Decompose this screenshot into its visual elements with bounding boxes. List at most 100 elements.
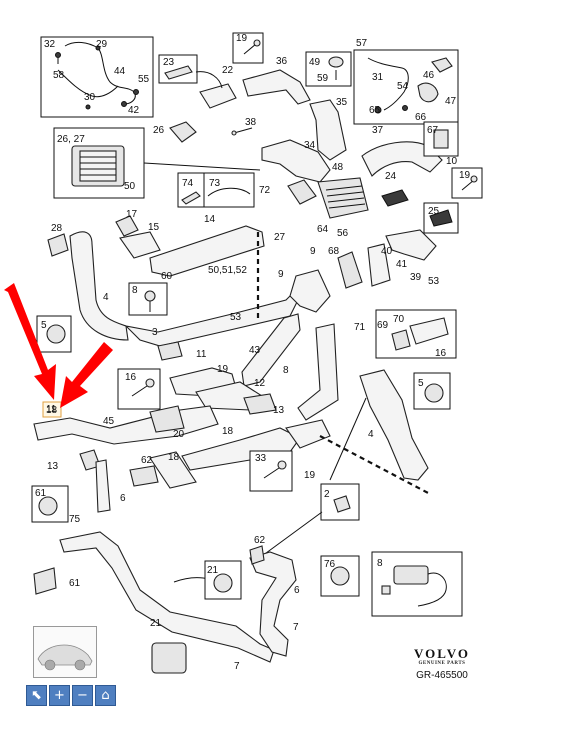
harness-callout-box	[40, 36, 154, 118]
part-67-box	[423, 121, 459, 157]
duct-13-upper	[33, 405, 219, 445]
part-21-lower	[151, 642, 187, 674]
riser-53	[289, 269, 331, 313]
callout-label: 20	[173, 429, 185, 440]
duct-36	[242, 69, 311, 105]
callout-label: 6	[120, 493, 126, 504]
screw-38	[233, 127, 253, 134]
cursor-icon[interactable]: ⬉	[26, 685, 47, 706]
callout-label: 62	[141, 455, 153, 466]
callout-label: 69	[377, 320, 389, 331]
car-icon	[37, 644, 93, 671]
callout-label: 41	[396, 259, 408, 270]
harness-2-box	[353, 49, 459, 125]
viewer-toolbar: ⬉ + − ⌂	[26, 685, 116, 706]
highlighted-part-label[interactable]: 18	[46, 405, 58, 416]
callout-label: 13	[47, 461, 59, 472]
callout-label: 30	[84, 92, 96, 103]
part-4-right	[285, 419, 331, 449]
part-15	[119, 231, 161, 259]
callout-label: 18	[222, 426, 234, 437]
callout-label: 16	[435, 348, 447, 359]
clip-49-box	[305, 51, 352, 87]
callout-label: 28	[51, 223, 63, 234]
callout-label: 3	[152, 327, 158, 338]
callout-label: 13	[273, 405, 285, 416]
callout-label: 9	[310, 246, 316, 257]
duct-41	[385, 229, 437, 261]
callout-label: 9	[278, 269, 284, 280]
callout-label: 19	[304, 470, 316, 481]
plug-62-box-right	[320, 555, 360, 597]
clip-2	[249, 545, 265, 565]
callout-label: 10	[446, 156, 458, 167]
callout-label: 7	[234, 661, 240, 672]
home-icon[interactable]: ⌂	[95, 685, 116, 706]
highlight-18-box	[42, 401, 62, 418]
callout-label: 17	[126, 209, 138, 220]
duct-61-right	[249, 551, 297, 657]
callout-label: 45	[103, 416, 115, 427]
callout-label: 4	[103, 292, 109, 303]
callout-label: 61	[69, 578, 81, 589]
callout-label: 2	[324, 489, 330, 500]
part-4	[157, 341, 183, 361]
callout-label: 36	[276, 56, 288, 67]
callout-label: 24	[385, 171, 397, 182]
display-26-27-box	[53, 127, 145, 199]
callout-label: 44	[114, 66, 126, 77]
clip-12	[243, 393, 277, 415]
screw-19-box-mid	[117, 368, 161, 410]
callout-label: 47	[445, 96, 457, 107]
clip-28	[47, 233, 69, 257]
callout-label: 46	[423, 70, 435, 81]
callout-label: 5	[418, 378, 424, 389]
grille-24	[381, 189, 409, 207]
plug-8-box-lower	[204, 560, 242, 600]
plug-8-box-left	[36, 315, 72, 353]
callout-label: 11	[46, 404, 57, 415]
clip-75-box	[320, 483, 360, 521]
duct-45	[149, 405, 185, 433]
callout-label: 8	[132, 285, 138, 296]
callout-label: 21	[207, 565, 219, 576]
callout-label: 48	[332, 162, 344, 173]
callout-label: 68	[328, 246, 340, 257]
callout-label: 22	[222, 65, 234, 76]
callout-label: 49	[309, 57, 321, 68]
callout-label: 19	[459, 170, 471, 181]
zoom-out-icon[interactable]: −	[72, 685, 93, 706]
callout-label: 70	[393, 314, 405, 325]
callout-label: 29	[96, 39, 108, 50]
part-21-upper	[33, 567, 57, 595]
zoom-in-icon[interactable]: +	[49, 685, 70, 706]
volvo-brand: VOLVO GENUINE PARTS GR-465500	[402, 646, 482, 681]
callout-label: 57	[356, 38, 368, 49]
callout-label: 53	[230, 312, 242, 323]
callout-label: 4	[368, 429, 374, 440]
grille-22	[199, 83, 237, 109]
duct-20	[181, 427, 301, 471]
callout-label: 58	[53, 70, 65, 81]
callout-label: 75	[69, 514, 81, 525]
brand-tagline: GENUINE PARTS	[418, 661, 466, 666]
duct-13-lower	[149, 451, 197, 489]
screw-19-box-lower	[249, 450, 293, 492]
callout-label: 15	[148, 222, 160, 233]
callout-label: 11	[196, 349, 207, 360]
callout-label: 25	[428, 206, 440, 217]
callout-label: 65	[369, 105, 381, 116]
callout-label: 66	[415, 112, 427, 123]
sensor-76-box	[371, 551, 463, 617]
callout-label: 23	[163, 57, 175, 68]
car-thumbnail[interactable]	[33, 626, 97, 678]
brand-logo: VOLVO	[414, 646, 470, 661]
callout-label: 21	[150, 618, 162, 629]
plug-8-box-right	[413, 372, 451, 410]
plug-62-box-left	[31, 485, 69, 523]
clip-22-box	[158, 54, 198, 84]
callout-label: 62	[254, 535, 266, 546]
callout-label: 73	[209, 178, 221, 189]
